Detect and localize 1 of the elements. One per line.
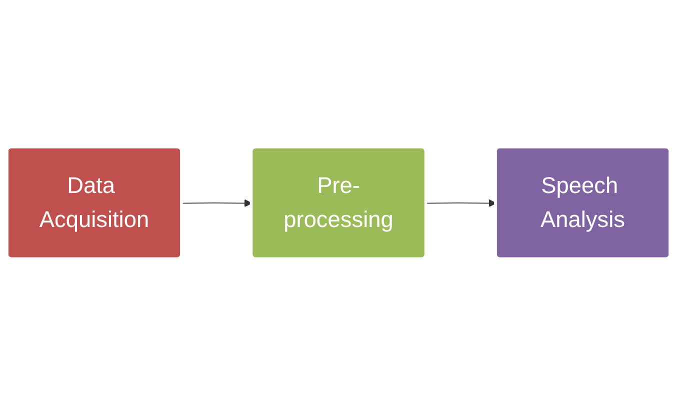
arrow xyxy=(426,199,496,207)
